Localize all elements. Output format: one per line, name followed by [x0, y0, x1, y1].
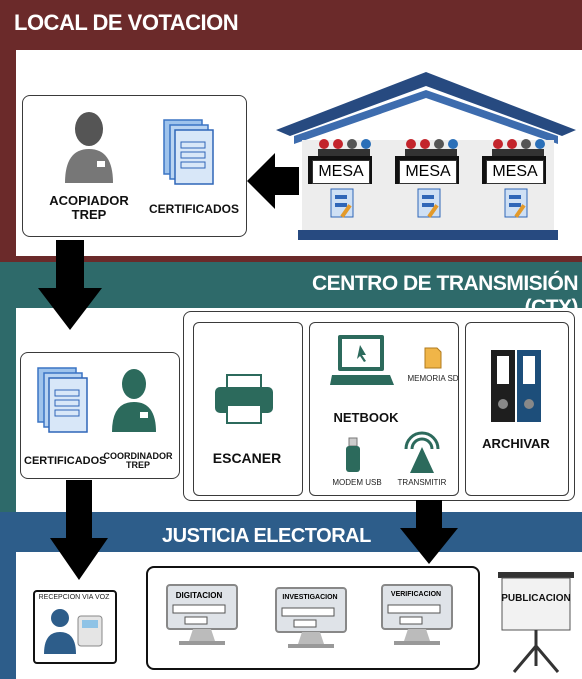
binders-icon: [491, 350, 541, 422]
investigacion-label: INVESTIGACION: [282, 594, 338, 601]
ballot-icon: [504, 188, 528, 218]
projector-screen-icon: [498, 572, 574, 673]
justicia-title: JUSTICIA ELECTORAL: [162, 525, 371, 547]
monitor-icon: [166, 584, 238, 645]
arrow-down-icon: [400, 500, 458, 564]
certificados-local-label: CERTIFICADOS: [149, 202, 239, 216]
ballot-icon: [417, 188, 441, 218]
monitor-icon: [275, 587, 347, 648]
mesa-label: MESA: [312, 160, 370, 184]
mesa-label: MESA: [399, 160, 457, 184]
memoria-label: MEMORIA SD: [407, 374, 459, 383]
people-icon: [405, 139, 458, 156]
mesa-label: MESA: [486, 160, 544, 184]
archivar-label: ARCHIVAR: [482, 436, 550, 451]
operator-icon: [44, 609, 103, 654]
people-icon: [318, 139, 371, 156]
document-stack-icon: [37, 367, 88, 433]
coordinador-label: COORDINADOR TREP: [103, 451, 173, 471]
digitacion-label: DIGITACION: [175, 591, 223, 600]
arrow-down-icon: [38, 240, 102, 330]
usb-modem-icon: [346, 437, 360, 472]
arrow-left-icon: [247, 153, 299, 209]
verificacion-monitor: VERIFICACION: [380, 583, 454, 647]
printer-icon: [215, 374, 273, 424]
modem-label: MODEM USB: [332, 478, 382, 487]
arrow-down-icon: [50, 480, 108, 580]
transmitir-label: TRANSMITIR: [397, 478, 447, 487]
ballot-icon: [330, 188, 354, 218]
escaner-label: ESCANER: [212, 450, 282, 466]
certificados-ctx-label: CERTIFICADOS: [24, 455, 107, 467]
investigacion-monitor: INVESTIGACION: [274, 586, 348, 650]
people-icon: [492, 139, 545, 156]
recepcion-label: RECEPCION VIA VOZ: [38, 594, 110, 601]
person-icon: [112, 369, 156, 432]
publicacion-label: PUBLICACION: [501, 593, 571, 604]
netbook-label: NETBOOK: [333, 410, 399, 425]
laptop-icon: [330, 335, 394, 385]
sd-card-icon: [424, 347, 442, 369]
acopiador-label: ACOPIADOR TREP: [49, 193, 129, 222]
local-title: LOCAL DE VOTACION: [14, 10, 239, 35]
mesa-group: MESA MESA MESA: [308, 138, 558, 228]
verificacion-label: VERIFICACION: [390, 591, 442, 598]
digitacion-monitor: DIGITACION: [165, 583, 239, 647]
person-icon: [65, 112, 113, 183]
document-stack-icon: [163, 119, 214, 185]
antenna-icon: [404, 431, 440, 473]
monitor-icon: [381, 584, 453, 645]
